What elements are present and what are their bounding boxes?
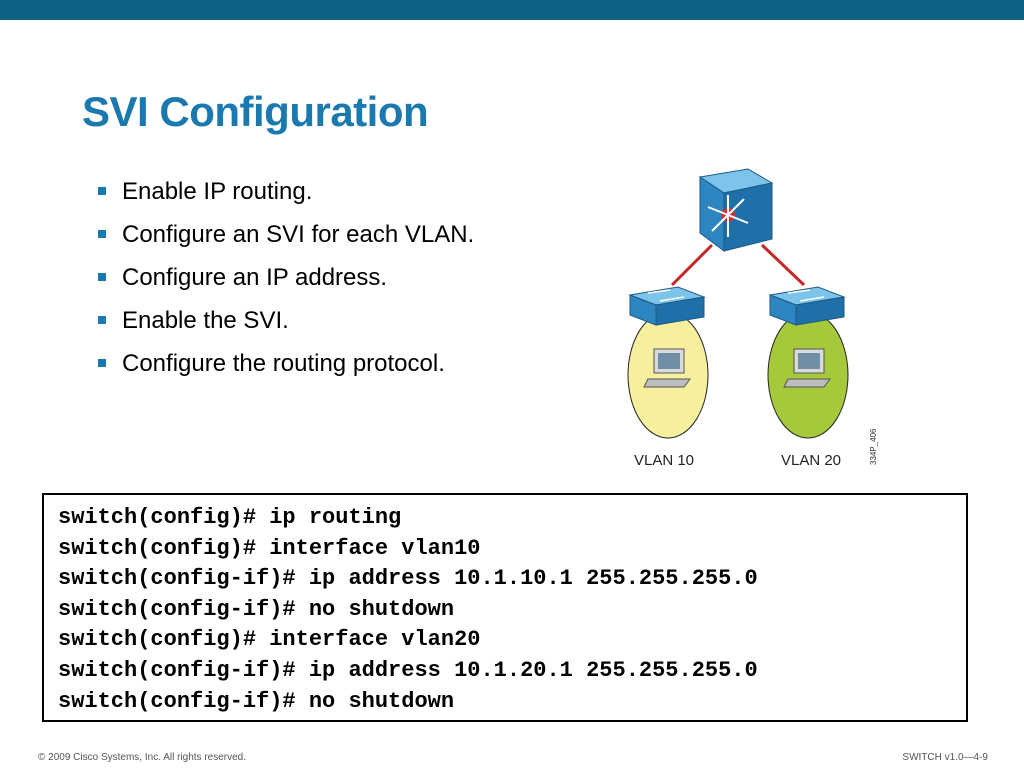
link-left bbox=[670, 243, 714, 287]
vlan-20-area bbox=[767, 311, 849, 439]
vlan-10-area bbox=[627, 311, 709, 439]
figure-id-label: 334P_406 bbox=[869, 428, 878, 465]
bullet-square-icon bbox=[98, 230, 106, 238]
switch-icon bbox=[628, 286, 706, 326]
bullet-item: Configure an SVI for each VLAN. bbox=[96, 219, 476, 251]
slide-title: SVI Configuration bbox=[82, 88, 429, 135]
top-bar bbox=[0, 0, 1024, 20]
code-line: switch(config)# interface vlan20 bbox=[58, 627, 481, 653]
network-diagram: VLAN 10 VLAN 20 334P_406 bbox=[627, 168, 878, 469]
code-line: switch(config-if)# no shutdown bbox=[58, 688, 455, 714]
bullet-item: Configure the routing protocol. bbox=[96, 348, 476, 380]
bullet-square-icon bbox=[98, 187, 106, 195]
code-line: switch(config)# interface vlan10 bbox=[58, 535, 481, 561]
bullet-item: Enable the SVI. bbox=[96, 305, 476, 337]
code-line: switch(config-if)# no shutdown bbox=[58, 596, 455, 622]
bullet-square-icon bbox=[98, 316, 106, 324]
bullet-text: Enable IP routing. bbox=[122, 178, 313, 205]
bullet-square-icon bbox=[98, 273, 106, 281]
vlan-10-label: VLAN 10 bbox=[634, 452, 694, 469]
bullet-text: Configure the routing protocol. bbox=[122, 350, 445, 377]
pc-icon bbox=[643, 348, 691, 388]
bullet-item: Enable IP routing. bbox=[96, 176, 476, 208]
code-block: switch(config)# ip routing switch(config… bbox=[42, 493, 968, 722]
switch-icon bbox=[768, 286, 846, 326]
bullet-text: Configure an IP address. bbox=[122, 264, 388, 291]
code-line: switch(config-if)# ip address 10.1.20.1 … bbox=[58, 657, 758, 683]
code-line: switch(config)# ip routing bbox=[58, 505, 402, 530]
multilayer-switch-icon bbox=[698, 168, 774, 252]
footer-copyright: © 2009 Cisco Systems, Inc. All rights re… bbox=[38, 752, 247, 763]
vlan-20-label: VLAN 20 bbox=[781, 452, 841, 469]
bullet-square-icon bbox=[98, 359, 106, 367]
bullet-list: Enable IP routing. Configure an SVI for … bbox=[96, 176, 476, 391]
footer-course-id: SWITCH v1.0—4-9 bbox=[902, 752, 988, 763]
bullet-text: Configure an SVI for each VLAN. bbox=[122, 221, 475, 248]
pc-icon bbox=[783, 348, 831, 388]
bullet-item: Configure an IP address. bbox=[96, 262, 476, 294]
link-right bbox=[760, 243, 806, 287]
code-line: switch(config-if)# ip address 10.1.10.1 … bbox=[58, 566, 758, 592]
bullet-text: Enable the SVI. bbox=[122, 307, 289, 334]
